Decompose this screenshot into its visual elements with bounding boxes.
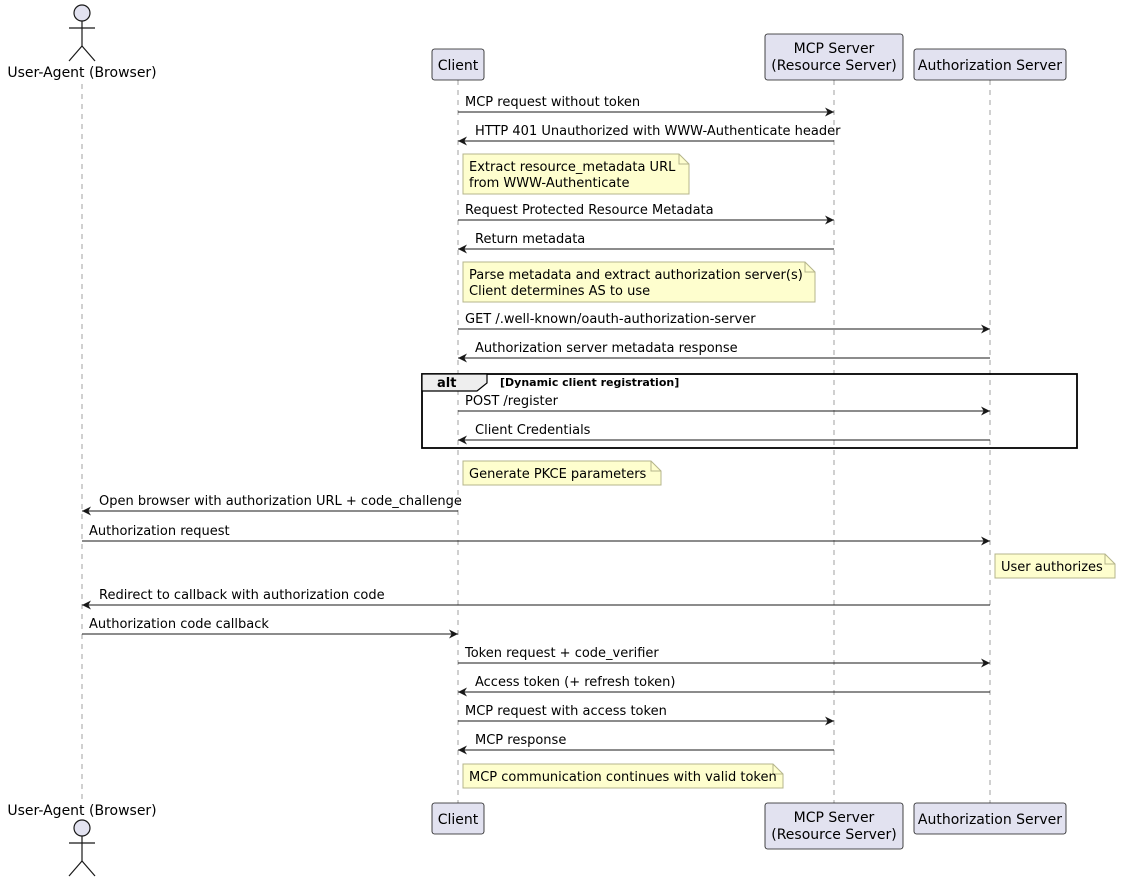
message-label-10: Client Credentials — [475, 423, 591, 438]
note-text-22-0: MCP communication continues with valid t… — [469, 770, 777, 785]
message-label-14: Authorization request — [89, 524, 230, 539]
alt-frame — [421, 373, 1078, 449]
message-label-18: Token request + code_verifier — [464, 646, 659, 661]
note-15 — [994, 553, 1116, 579]
note-22 — [462, 763, 784, 789]
participant-label-bottom-mcp-0: MCP Server — [794, 810, 875, 826]
participant-label-bottom-as: Authorization Server — [918, 812, 1062, 828]
message-label-17: Authorization code callback — [89, 617, 269, 632]
message-label-21: MCP response — [475, 733, 566, 748]
participant-label-top-mcp-1: (Resource Server) — [771, 58, 897, 74]
participant-label-top-client: Client — [438, 58, 479, 74]
message-label-9: POST /register — [465, 394, 559, 409]
message-label-16: Redirect to callback with authorization … — [99, 588, 385, 603]
note-text-2-1: from WWW-Authenticate — [469, 176, 629, 191]
actor-leg-left — [68, 860, 83, 877]
actor-leg-left — [68, 45, 83, 62]
participant-label-bottom-mcp-1: (Resource Server) — [771, 827, 897, 843]
note-fold-12 — [650, 461, 661, 472]
participant-label-top-mcp-0: MCP Server — [794, 41, 875, 57]
note-fold-5 — [804, 262, 815, 273]
participant-box-top-as — [913, 48, 1067, 81]
actor-head-icon — [73, 819, 91, 837]
actor-leg-right — [81, 860, 96, 877]
participant-box-top-mcp — [764, 33, 904, 81]
note-fold-15 — [1104, 554, 1115, 565]
note-2 — [462, 153, 690, 195]
participant-label-bottom-ua: User-Agent (Browser) — [7, 803, 156, 819]
alt-keyword: alt — [437, 376, 456, 391]
message-label-6: GET /.well-known/oauth-authorization-ser… — [465, 312, 756, 327]
participant-label-bottom-client: Client — [438, 812, 479, 828]
message-label-0: MCP request without token — [465, 95, 640, 110]
alt-tab — [421, 373, 488, 392]
actor-head-icon — [73, 4, 91, 22]
participant-box-bottom-client — [431, 802, 485, 835]
note-text-12-0: Generate PKCE parameters — [469, 467, 647, 482]
actor-leg-right — [81, 45, 96, 62]
message-label-4: Return metadata — [475, 232, 585, 247]
message-label-1: HTTP 401 Unauthorized with WWW-Authentic… — [475, 124, 841, 139]
participant-box-bottom-mcp — [764, 802, 904, 850]
participant-box-bottom-as — [913, 802, 1067, 835]
note-text-15-0: User authorizes — [1001, 560, 1103, 575]
participant-box-top-client — [431, 48, 485, 81]
note-text-5-0: Parse metadata and extract authorization… — [469, 268, 803, 283]
participant-label-top-ua: User-Agent (Browser) — [7, 65, 156, 81]
note-text-5-1: Client determines AS to use — [469, 284, 650, 299]
note-text-2-0: Extract resource_metadata URL — [469, 160, 676, 175]
note-12 — [462, 460, 662, 486]
alt-condition: [Dynamic client registration] — [500, 376, 679, 389]
participant-label-top-as: Authorization Server — [918, 58, 1062, 74]
message-label-7: Authorization server metadata response — [475, 341, 738, 356]
note-5 — [462, 261, 816, 303]
message-label-20: MCP request with access token — [465, 704, 667, 719]
message-label-13: Open browser with authorization URL + co… — [99, 494, 462, 509]
note-fold-22 — [772, 764, 783, 775]
note-fold-2 — [678, 154, 689, 165]
message-label-3: Request Protected Resource Metadata — [465, 203, 714, 218]
message-label-19: Access token (+ refresh token) — [475, 675, 675, 690]
